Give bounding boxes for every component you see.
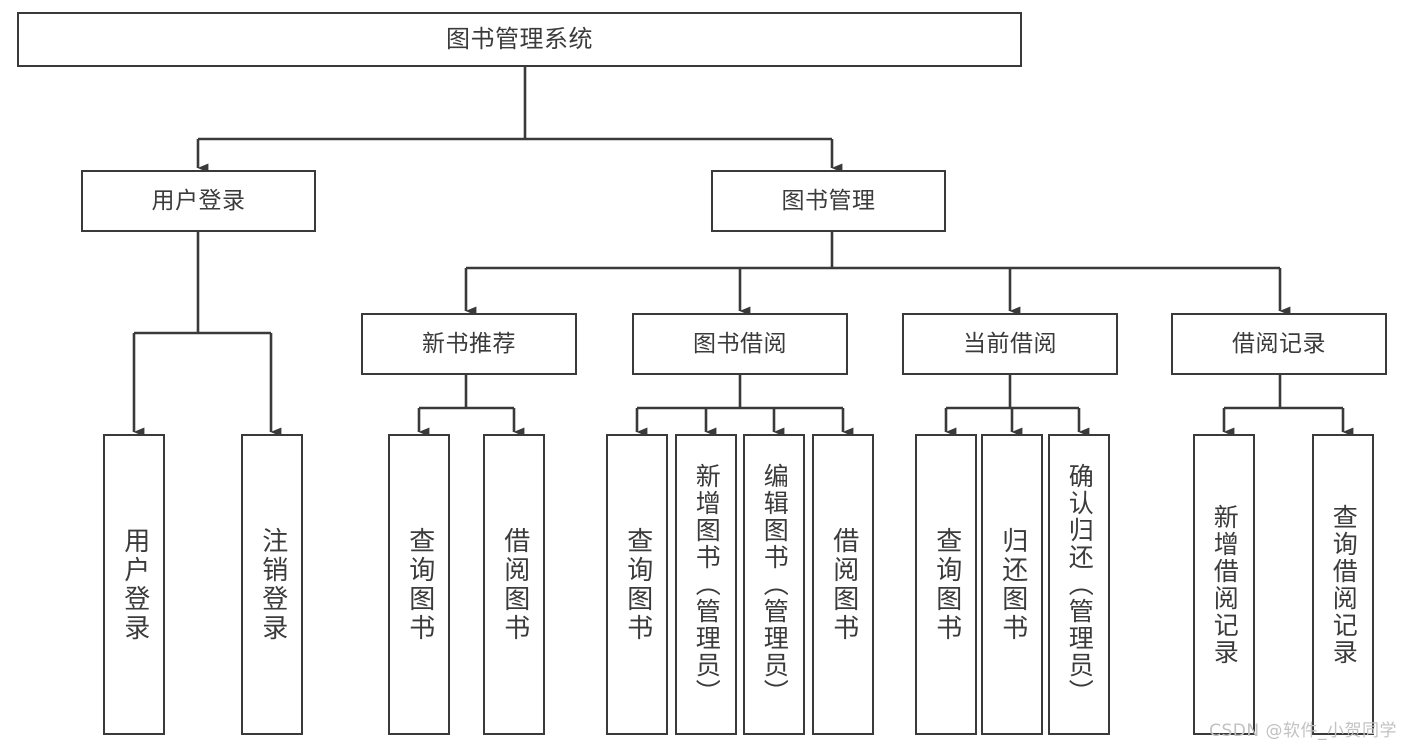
- leaf-query-book-1-label: 查询图书: [404, 526, 435, 643]
- node-book-borrow-label: 图书借阅: [693, 330, 787, 357]
- leaf-user-login-label: 用户登录: [119, 526, 150, 643]
- leaf-borrow-book-1[interactable]: 借阅图书: [483, 434, 545, 735]
- leaf-add-book-admin-label: 新增图书（管理员）: [692, 463, 722, 706]
- node-book-manage[interactable]: 图书管理: [711, 170, 946, 232]
- node-root[interactable]: 图书管理系统: [17, 12, 1022, 67]
- leaf-query-book-1[interactable]: 查询图书: [388, 434, 450, 735]
- leaf-return-book-label: 归还图书: [997, 526, 1028, 643]
- leaf-confirm-return-admin-label: 确认归还（管理员）: [1065, 463, 1095, 706]
- node-root-label: 图书管理系统: [446, 24, 593, 53]
- watermark: CSDN @软件_小贺同学: [1209, 721, 1397, 741]
- node-book-borrow[interactable]: 图书借阅: [632, 313, 848, 375]
- leaf-add-book-admin[interactable]: 新增图书（管理员）: [675, 434, 737, 735]
- node-user-login-label: 用户登录: [151, 187, 246, 214]
- leaf-return-book[interactable]: 归还图书: [981, 434, 1043, 735]
- leaf-logout-login-label: 注销登录: [257, 526, 288, 643]
- node-borrow-record-label: 借阅记录: [1232, 330, 1326, 357]
- leaf-query-book-2[interactable]: 查询图书: [606, 434, 668, 735]
- leaf-query-book-3-label: 查询图书: [931, 526, 962, 643]
- leaf-query-book-3[interactable]: 查询图书: [915, 434, 977, 735]
- leaf-borrow-book-2[interactable]: 借阅图书: [812, 434, 874, 735]
- node-current-borrow[interactable]: 当前借阅: [902, 313, 1118, 375]
- node-book-manage-label: 图书管理: [781, 187, 876, 214]
- leaf-edit-book-admin[interactable]: 编辑图书（管理员）: [743, 434, 805, 735]
- leaf-query-borrow-record-label: 查询借阅记录: [1329, 503, 1359, 666]
- node-new-book-recommend[interactable]: 新书推荐: [361, 313, 577, 375]
- leaf-edit-book-admin-label: 编辑图书（管理员）: [760, 463, 790, 706]
- leaf-borrow-book-1-label: 借阅图书: [499, 526, 530, 643]
- leaf-user-login[interactable]: 用户登录: [103, 434, 165, 735]
- leaf-borrow-book-2-label: 借阅图书: [828, 526, 859, 643]
- leaf-confirm-return-admin[interactable]: 确认归还（管理员）: [1048, 434, 1110, 735]
- leaf-query-borrow-record[interactable]: 查询借阅记录: [1312, 434, 1374, 735]
- leaf-add-borrow-record[interactable]: 新增借阅记录: [1193, 434, 1255, 735]
- leaf-add-borrow-record-label: 新增借阅记录: [1210, 503, 1240, 666]
- leaf-query-book-2-label: 查询图书: [622, 526, 653, 643]
- node-user-login[interactable]: 用户登录: [81, 170, 316, 232]
- node-new-book-recommend-label: 新书推荐: [422, 330, 516, 357]
- leaf-logout-login[interactable]: 注销登录: [241, 434, 303, 735]
- node-current-borrow-label: 当前借阅: [963, 330, 1057, 357]
- node-borrow-record[interactable]: 借阅记录: [1171, 313, 1387, 375]
